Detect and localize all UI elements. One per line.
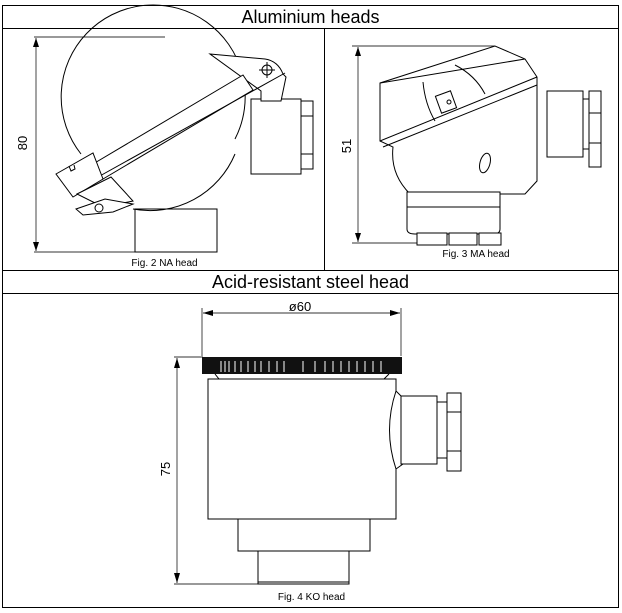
figure-caption-na: Fig. 2 NA head (131, 258, 198, 269)
na-head-drawing (33, 4, 314, 253)
figure-caption-ma: Fig. 3 MA head (442, 249, 510, 260)
figure-caption-ko: Fig. 4 KO head (277, 592, 346, 603)
svg-text:80: 80 (15, 136, 30, 150)
ma-head-drawing (352, 45, 602, 246)
dimension-label-51: 51 (339, 139, 354, 153)
dimension-label-o60: ø60 (289, 299, 311, 314)
figure-cell-ko-head: Fig. 4 KO head (2, 293, 619, 608)
ko-head-drawing (174, 308, 462, 585)
figure-cell-ma-head: Fig. 3 MA head (324, 28, 619, 271)
svg-text:51: 51 (339, 139, 354, 153)
dimension-label-80: 80 (15, 136, 30, 150)
dimension-label-75: 75 (158, 462, 173, 476)
